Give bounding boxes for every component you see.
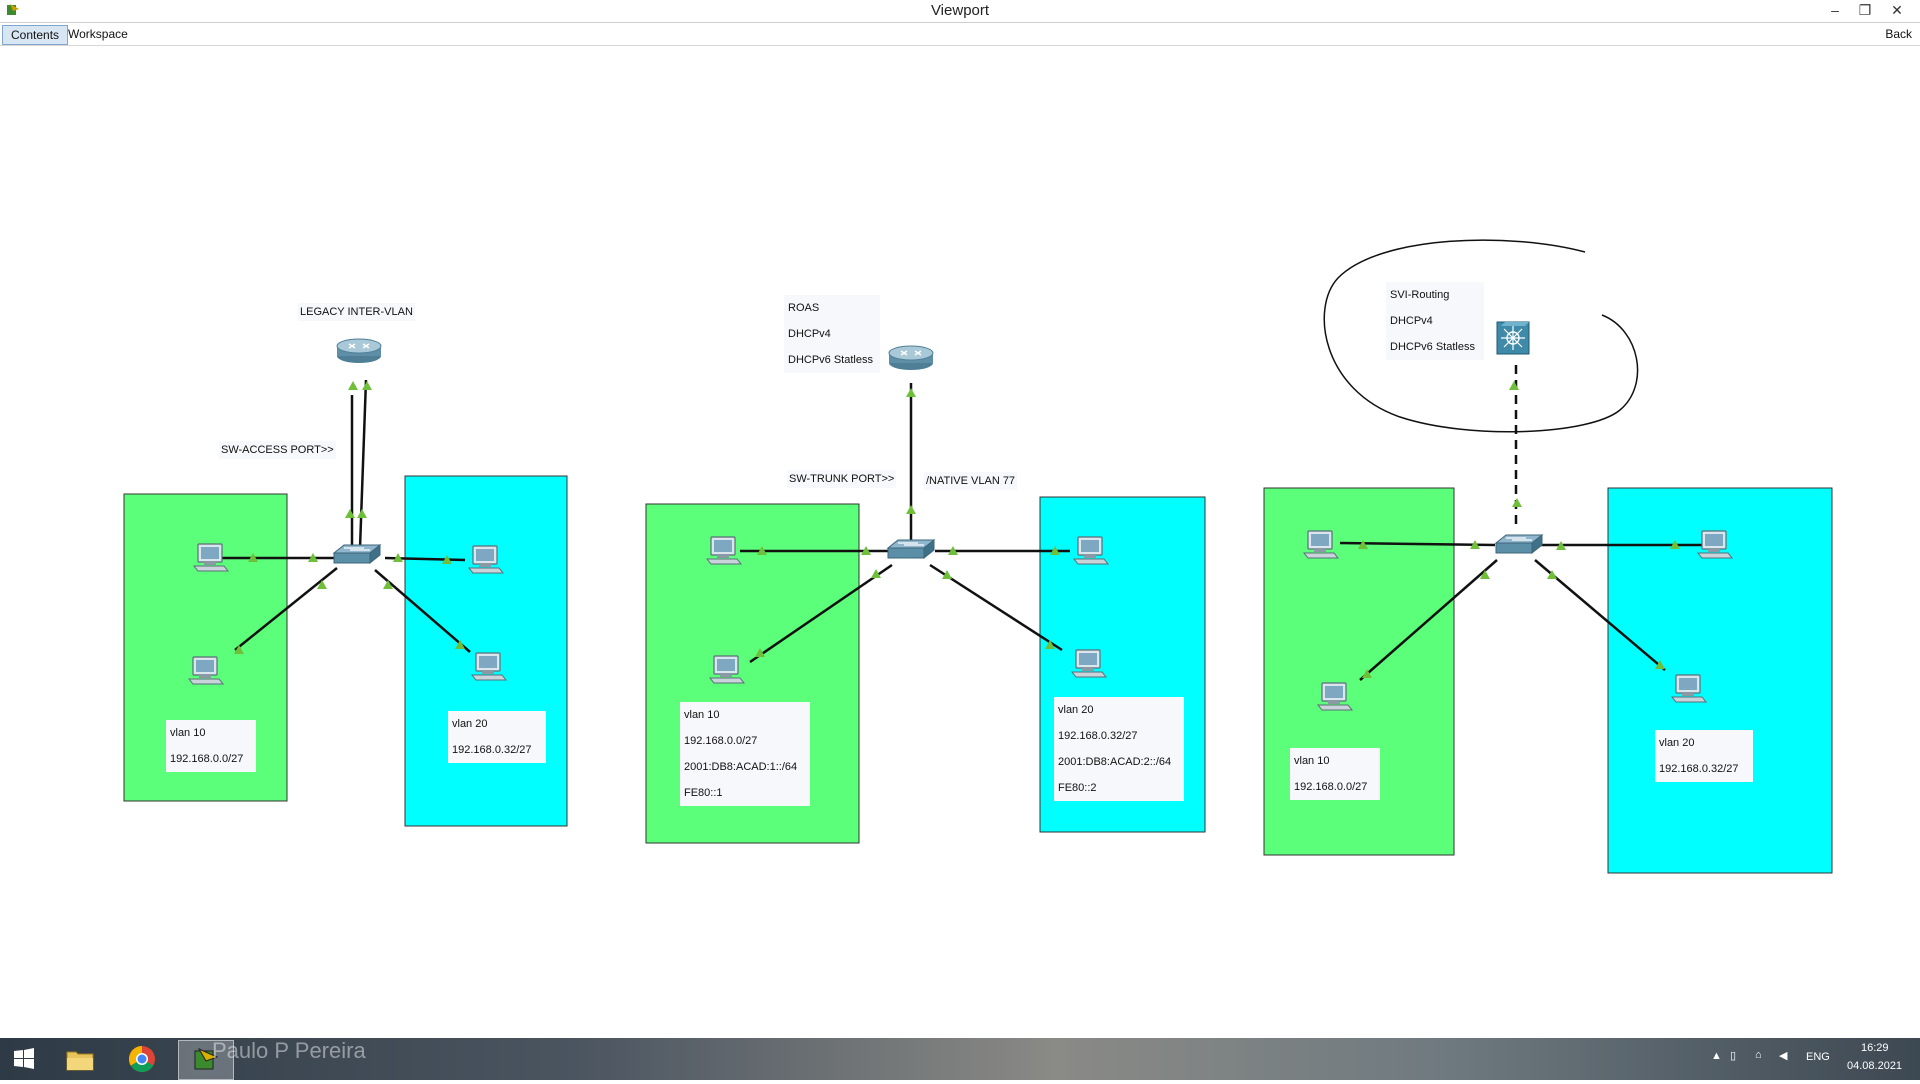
note-line: DHCPv4 [788,328,831,340]
roas-router-icon[interactable] [888,345,934,371]
note-line: FE80::2 [1058,782,1097,794]
note-line: 192.168.0.0/27 [684,735,758,747]
note-line: DHCPv6 Statless [1390,341,1475,353]
note-line: 192.168.0.0/27 [1294,781,1368,793]
tray-device-icon[interactable]: ▯ [1730,1050,1737,1062]
note-line: vlan 10 [1294,755,1330,767]
note-line: vlan 20 [452,718,488,730]
workspace-canvas[interactable]: LEGACY INTER-VLAN SW-ACCESS PORT>> vlan … [0,46,1920,1038]
restore-button[interactable]: ❐ [1858,2,1872,18]
tray-volume-icon[interactable]: ◀ [1779,1050,1788,1062]
tray-network-icon[interactable]: ⌂ [1755,1049,1762,1061]
trunk-port-label: SW-TRUNK PORT>> [787,470,897,488]
note-line: FE80::1 [684,787,723,799]
watermark-text: Paulo P Pereira [212,1038,366,1063]
packet-tracer-app-icon [7,4,19,15]
native-vlan-label: /NATIVE VLAN 77 [924,472,1018,490]
tray-time[interactable]: 16:29 [1861,1042,1889,1054]
note-line: ROAS [788,302,820,314]
note-line: 2001:DB8:ACAD:1::/64 [684,761,798,773]
chrome-icon[interactable] [120,1040,164,1078]
file-explorer-icon[interactable] [58,1040,102,1078]
svi-vlan20-note: vlan 20 192.168.0.32/27 [1655,730,1753,782]
note-line: SVI-Routing [1390,289,1450,301]
note-line: 192.168.0.0/27 [170,753,244,765]
note-line: DHCPv6 Statless [788,354,873,366]
links-legacy [215,379,471,653]
note-line: vlan 20 [1058,704,1094,716]
tray-date[interactable]: 04.08.2021 [1847,1060,1903,1072]
tray-language[interactable]: ENG [1806,1051,1830,1063]
windows-start-icon[interactable] [2,1040,46,1078]
access-port-label: SW-ACCESS PORT>> [219,441,336,459]
note-line: vlan 10 [684,709,720,721]
legacy-vlan20-note: vlan 20 192.168.0.32/27 [448,711,546,763]
minimize-button[interactable]: – [1831,2,1839,18]
vlan20-area-svi [1607,487,1833,874]
legacy-title-label: LEGACY INTER-VLAN [298,303,415,321]
vlan20-area-legacy [404,475,568,827]
svi-switch-icon[interactable] [1495,534,1543,554]
window-title: Viewport [930,2,990,19]
tray-overflow-icon[interactable]: ▲ [1711,1050,1722,1062]
roas-vlan10-note: vlan 10 192.168.0.0/27 2001:DB8:ACAD:1::… [680,702,810,806]
svi-vlan10-note: vlan 10 192.168.0.0/27 [1290,748,1380,800]
roas-vlan20-note: vlan 20 192.168.0.32/27 2001:DB8:ACAD:2:… [1054,697,1184,801]
packet-tracer-icon[interactable] [178,1040,234,1080]
legacy-vlan10-note: vlan 10 192.168.0.0/27 [166,720,256,772]
roas-feature-note: ROAS DHCPv4 DHCPv6 Statless [784,295,880,373]
note-line: 2001:DB8:ACAD:2::/64 [1058,756,1172,768]
tab-workspace[interactable]: Workspace [68,27,128,41]
note-line: DHCPv4 [1390,315,1433,327]
windows-taskbar: Paulo P Pereira ▲ ▯ ⌂ ◀ ENG 16:29 04.08.… [0,1038,1920,1080]
svi-freehand-ellipse [1323,239,1639,433]
close-button[interactable]: ✕ [1891,2,1903,18]
view-mode-bar: Contents Workspace Back [0,23,1920,46]
window-titlebar: Viewport – ❐ ✕ [0,0,1920,23]
note-line: vlan 10 [170,727,206,739]
back-button[interactable]: Back [1885,27,1912,41]
legacy-switch-icon[interactable] [333,544,381,564]
svi-feature-note: SVI-Routing DHCPv4 DHCPv6 Statless [1386,282,1484,360]
note-line: 192.168.0.32/27 [1659,763,1739,775]
roas-switch-icon[interactable] [887,539,935,559]
note-line: 192.168.0.32/27 [452,744,532,756]
svi-multilayer-switch-icon[interactable] [1496,321,1530,355]
note-line: vlan 20 [1659,737,1695,749]
legacy-router-icon[interactable] [336,338,382,364]
topology-drawing [123,239,1833,874]
tab-contents[interactable]: Contents [2,25,69,45]
note-line: 192.168.0.32/27 [1058,730,1138,742]
